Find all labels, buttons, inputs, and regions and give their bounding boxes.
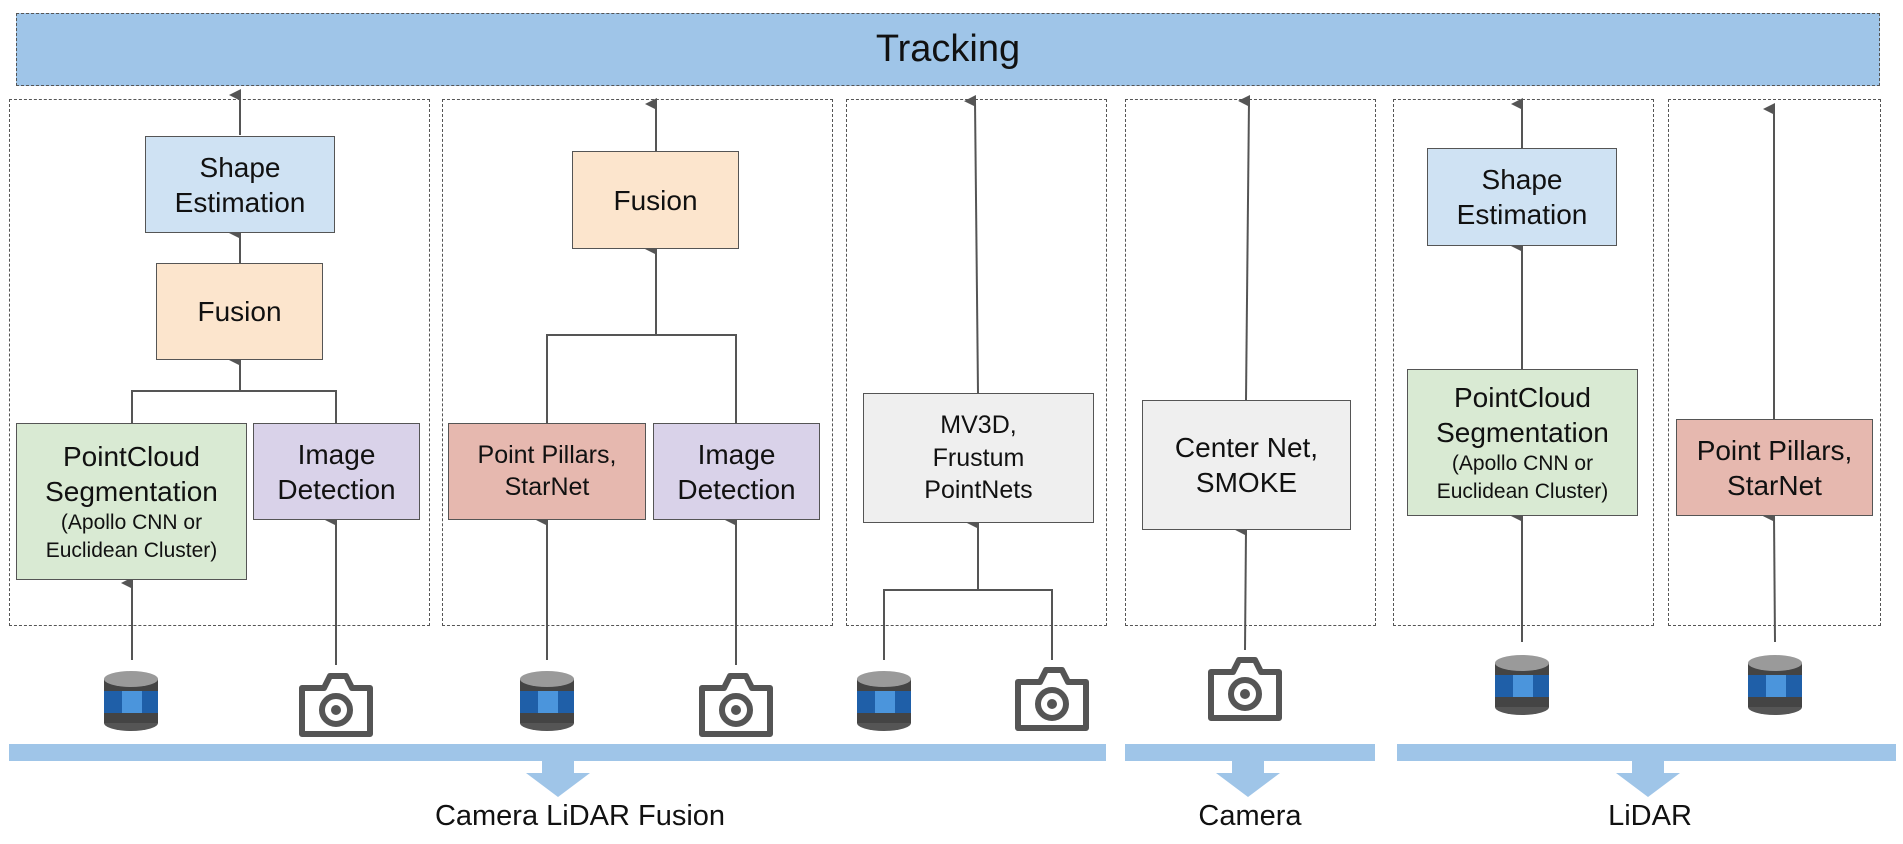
pointcloud-segmentation-sublabel: (Apollo CNN or Euclidean Cluster) xyxy=(45,511,218,562)
image-detection-label: Image Detection xyxy=(677,438,796,505)
fusion-box: Fusion xyxy=(156,263,323,360)
pointcloud-segmentation-box: PointCloud Segmentation (Apollo CNN or E… xyxy=(16,423,247,580)
panel-camera-lidar-2 xyxy=(442,99,833,626)
image-detection-box: Image Detection xyxy=(653,423,820,520)
tracking-box: Tracking xyxy=(16,13,1880,86)
panel-camera-lidar-1 xyxy=(9,99,430,626)
panel-camera-lidar-3 xyxy=(846,99,1107,626)
group-arrow-camera-lidar-fusion xyxy=(526,761,590,797)
pointcloud-segmentation-label: PointCloud Segmentation xyxy=(45,441,218,508)
fusion-label: Fusion xyxy=(613,184,698,216)
mv3d-frustum-box: MV3D, Frustum PointNets xyxy=(863,393,1094,523)
shape-estimation-box: Shape Estimation xyxy=(1427,148,1617,246)
group-label-camera-lidar-fusion: Camera LiDAR Fusion xyxy=(434,800,726,832)
group-arrow-camera xyxy=(1216,761,1280,797)
pointcloud-segmentation-label: PointCloud Segmentation xyxy=(1436,382,1609,449)
mv3d-frustum-label: MV3D, Frustum PointNets xyxy=(924,411,1033,505)
camera-icon xyxy=(699,673,773,737)
pointcloud-segmentation-box: PointCloud Segmentation (Apollo CNN or E… xyxy=(1407,369,1638,516)
image-detection-box: Image Detection xyxy=(253,423,420,520)
arrow-camera-to-centernet xyxy=(1235,524,1248,651)
group-bar-camera-lidar-fusion xyxy=(9,744,1106,761)
panel-camera xyxy=(1125,99,1376,626)
camera-icon xyxy=(299,673,373,737)
fusion-label: Fusion xyxy=(197,296,282,327)
shape-estimation-box: Shape Estimation xyxy=(145,136,335,233)
lidar-sensor-icon xyxy=(104,671,158,731)
arrow-centernet-to-tracking xyxy=(1238,95,1251,401)
group-label-lidar: LiDAR xyxy=(1608,800,1692,832)
pointcloud-segmentation-sublabel: (Apollo CNN or Euclidean Cluster) xyxy=(1436,452,1609,503)
shape-estimation-label: Shape Estimation xyxy=(174,151,306,218)
panel-lidar-1 xyxy=(1393,99,1654,626)
arrow-mv3d-to-tracking xyxy=(964,94,979,394)
tracking-label: Tracking xyxy=(875,28,1021,70)
point-pillars-box: Point Pillars, StarNet xyxy=(448,423,646,520)
fusion-box: Fusion xyxy=(572,151,739,249)
group-arrow-lidar xyxy=(1616,761,1680,797)
group-bar-camera xyxy=(1125,744,1375,761)
point-pillars-label: Point Pillars, StarNet xyxy=(477,441,617,501)
group-bar-lidar xyxy=(1397,744,1896,761)
connector-col2-merge xyxy=(546,334,737,423)
lidar-sensor-icon xyxy=(1495,655,1549,715)
point-pillars-box: Point Pillars, StarNet xyxy=(1676,419,1873,516)
lidar-sensor-icon xyxy=(857,671,911,731)
connector-col1-merge xyxy=(131,390,337,423)
lidar-sensor-icon xyxy=(1748,655,1802,715)
group-label-camera: Camera xyxy=(1198,800,1302,832)
lidar-sensor-icon xyxy=(520,671,574,731)
center-net-smoke-box: Center Net, SMOKE xyxy=(1142,400,1351,530)
center-net-smoke-label: Center Net, SMOKE xyxy=(1174,432,1319,498)
shape-estimation-label: Shape Estimation xyxy=(1456,164,1588,230)
camera-icon xyxy=(1208,657,1282,721)
connector-col3-merge xyxy=(883,589,1053,660)
image-detection-label: Image Detection xyxy=(277,438,396,505)
arrow-lidar-to-pillars-6 xyxy=(1763,509,1776,643)
camera-icon xyxy=(1015,667,1089,731)
point-pillars-label: Point Pillars, StarNet xyxy=(1696,434,1853,501)
